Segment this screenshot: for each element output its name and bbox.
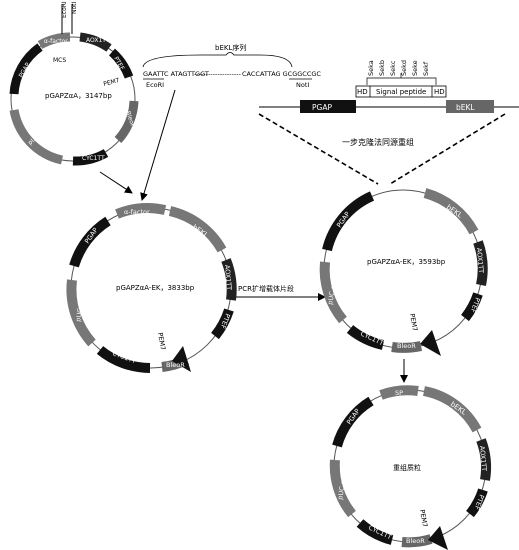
segment-bleor-label: BleoR [166,361,185,369]
signal-peptide-item: Sekb [378,60,386,76]
segment-bleor-arc [114,100,139,144]
segment-bekl-arc [422,386,482,433]
pgap-box-label: PGAP [312,103,332,112]
segment-bleor-arc [391,341,423,353]
plasmid-pgapza-ek-3833: α-factor bEKL AOX1TT PTEF PEM7 BleoR CYC… [66,203,237,373]
segment-ptef-arc [210,308,234,340]
segment-bekl-arc [423,188,479,235]
segment-aox1tt-label: AOX1TT [86,37,110,44]
segment-pgap-arc [332,396,374,448]
segment-puc-arc [319,261,347,324]
mcs-label: MCS [53,57,66,64]
segment-sp-arc [379,385,419,400]
plasmid-pgapza: EcoRI NotI MCS α-factor AOX1TT PTEF PEM7… [9,1,139,166]
arrow-p1-to-p2 [99,171,133,194]
insert-seq-dashes: -------------------- [194,70,242,78]
segment-ptef-arc [460,292,483,322]
signal-peptide-item: Sekc [389,60,397,76]
insert-site-noti: NotI [296,81,309,89]
plasmid-recombinant: SP bEKL AOX1TT PTEF PEM7 BleoR CYC1TT pU… [329,385,492,550]
site-noti-label: NotI [71,1,78,14]
hd-left-label: HD [357,88,368,96]
segment-sp-label: SP [395,389,403,397]
segment-cyc1tt-arc [356,519,394,545]
segment-pem7-label: PEM7 [408,313,419,332]
segment-aox1tt-arc [221,258,237,301]
segment-aox1tt-arc [79,32,112,52]
plasmid-pgapza-ek-3593: bEKL AOX1TT PTEF PEM7 BleoR CYC1TT pUC o… [319,188,488,356]
segment-aox1tt-arc [476,438,492,481]
segment-pem7-label: PEM7 [103,77,121,88]
segment-bleor-label: BleoR [406,537,425,545]
segment-pgap-arc [322,191,375,252]
segment-pem7-label: PEM7 [156,332,167,351]
insert-seq-left: GAATTC ATAGTTGGT [143,70,209,78]
pcr-label: PCR扩增载体片段 [238,284,294,293]
segment-afactor-arc [37,32,71,50]
plasmid-name: pGAPZαA-EK，3593bp [367,258,446,266]
segment-afactor-label: α-factor [124,208,150,216]
segment-pem7-label: PEM7 [418,509,429,528]
segment-bekl-arc [168,206,227,253]
site-ecori-label: EcoRI [61,1,68,18]
segment-puc-arc [66,279,96,347]
segment-afactor-label: α-factor [44,38,68,45]
signal-peptide-item: Sekf [422,61,430,76]
segment-pgap-arc [9,43,43,95]
plasmid-name: pGAPZαA，3147bp [45,92,112,100]
bekl-box-label: bEKL [456,103,475,112]
segment-ptef-arc [108,48,134,79]
segment-puc-arc [329,459,356,518]
insert-title: bEKL序列 [215,43,246,52]
insert-site-ecori: EcoRI [146,81,164,89]
signal-peptide-label: Signal peptide [376,88,426,96]
segment-ptef-arc [465,488,488,518]
insert-sequence: bEKL序列 GAATTC ATAGTTGGT ----------------… [142,43,321,89]
arrow-insert-to-p2 [140,89,176,201]
hd-right-label: HD [434,88,445,96]
signal-peptide-item: Seke [411,60,419,76]
segment-cyc1tt-label: CYC1TT [82,155,105,162]
insert-seq-right: CACCATTAG GCGGCCGC [242,70,321,78]
signal-peptide-item: Sekd [400,60,408,76]
signal-peptide-item: Seka [367,60,375,76]
plasmid-name: 重组质粒 [393,463,421,472]
segment-pgap-arc [69,216,111,268]
recombination-label: 一步克隆法同源重组 [342,137,414,147]
segment-afactor-arc [115,203,167,219]
segment-aox1tt-arc [473,240,488,287]
segment-cyc1tt-arc [96,346,151,373]
segment-bleor-label: BleoR [397,342,416,350]
segment-aox1tt-label: AOX1TT [223,264,233,290]
segment-aox1tt-label: AOX1TT [478,445,488,471]
segment-cyc1tt-arc [72,149,109,166]
segment-cyc1tt-arc [346,325,385,350]
plasmid-name: pGAPZαA-EK，3833bp [116,284,195,292]
segment-aox1tt-label: AOX1TT [475,247,485,273]
segment-puc-arc [9,109,64,165]
